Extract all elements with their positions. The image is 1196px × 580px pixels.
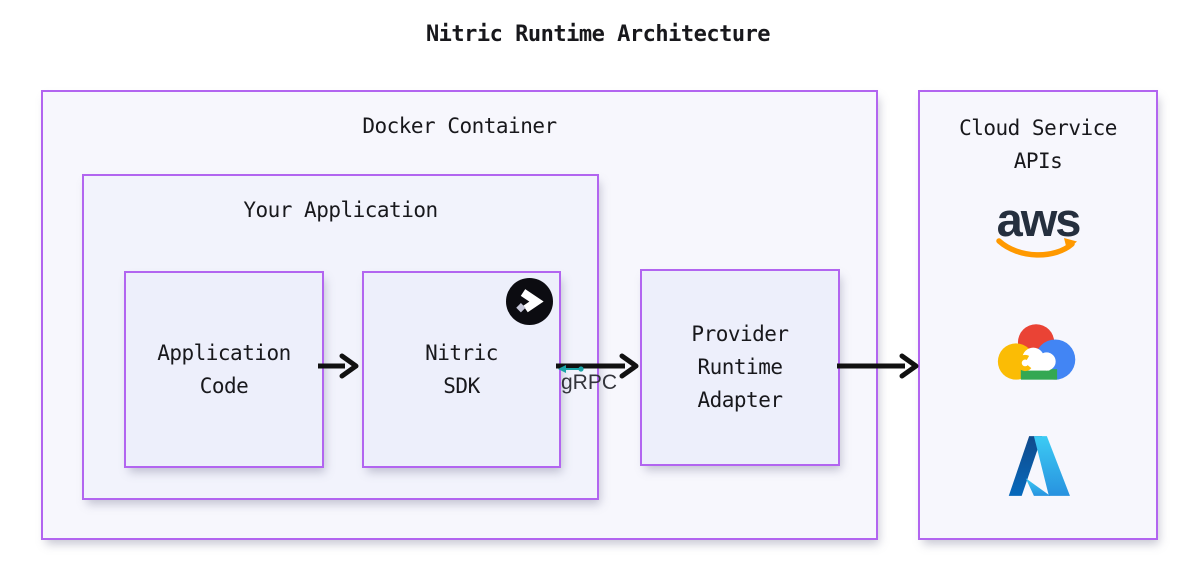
nitric-sdk-label: Nitric SDK	[364, 273, 559, 466]
label-line: Adapter	[697, 388, 783, 412]
grpc-label: gRPC	[558, 365, 618, 395]
docker-container-label: Docker Container	[362, 114, 557, 138]
provider-runtime-adapter-box: Provider Runtime Adapter	[640, 269, 840, 466]
grpc-text: gRPC	[561, 371, 618, 394]
label-line: Provider	[691, 322, 789, 346]
arrow-sdk-to-adapter-icon	[556, 353, 639, 379]
label-line: Application	[157, 340, 291, 365]
arrow-adapter-to-cloud-icon	[837, 353, 919, 379]
grpc-arrow-icon	[558, 365, 584, 373]
nitric-sdk-box: Nitric SDK	[362, 271, 561, 468]
your-application-box: Your Application Application Code Nitric…	[82, 174, 599, 500]
your-application-label: Your Application	[243, 198, 438, 222]
cloud-service-apis-box: Cloud Service APIs aws	[918, 90, 1158, 540]
application-code-box: Application Code	[124, 271, 324, 468]
label-line: Cloud Service	[959, 116, 1117, 140]
arrow-code-to-sdk-icon	[318, 353, 359, 379]
cloud-service-apis-label: Cloud Service APIs	[920, 112, 1156, 178]
label-line: Runtime	[697, 355, 783, 379]
label-line: Nitric	[425, 340, 498, 365]
nitric-logo-icon	[506, 278, 553, 325]
application-code-label: Application Code	[126, 273, 322, 466]
label-line: APIs	[1013, 149, 1063, 173]
aws-logo-icon: aws	[920, 193, 1156, 262]
aws-smile-icon	[996, 238, 1077, 258]
azure-logo-icon	[920, 430, 1156, 502]
label-line: SDK	[443, 373, 480, 398]
aws-wordmark: aws	[996, 193, 1082, 246]
provider-runtime-adapter-label: Provider Runtime Adapter	[642, 271, 838, 464]
diagram-title: Nitric Runtime Architecture	[425, 22, 771, 47]
google-cloud-logo-icon	[920, 316, 1156, 386]
docker-container-box: Docker Container Your Application Applic…	[41, 90, 878, 540]
label-line: Code	[199, 373, 249, 398]
